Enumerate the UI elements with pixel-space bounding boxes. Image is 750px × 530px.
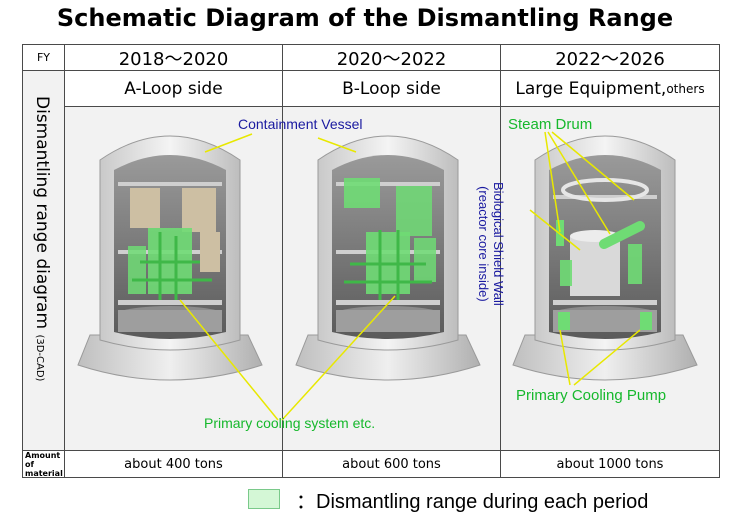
annotation-pointers [179, 131, 641, 421]
row-label-cell [23, 107, 65, 451]
years-col-2: 2020～2022 [283, 45, 501, 71]
side-col-3: Large Equipment,others [501, 71, 719, 107]
biological-shield-wall-label: Biological Shield Wall (reactor core ins… [476, 182, 506, 306]
amount-col-2: about 600 tons [283, 451, 501, 477]
containment-vessel-label: Containment Vessel [238, 116, 363, 132]
reactor-core-inside-text: (reactor core inside) [476, 186, 491, 302]
reactor-b-loop [295, 135, 481, 381]
side-col-1-label: A-Loop side [124, 78, 223, 99]
side-col-3-label: Large Equipment, [515, 78, 667, 99]
reactor-large-equipment [512, 135, 698, 381]
legend-swatch [248, 489, 280, 509]
primary-cooling-system-label: Primary cooling system etc. [204, 415, 376, 431]
legend-text: ：Dismantling range during each period [296, 491, 649, 513]
side-col-1: A-Loop side [65, 71, 283, 107]
years-col-1: 2018～2020 [65, 45, 283, 71]
reactor-a-loop [77, 135, 263, 381]
fy-header: FY [23, 45, 65, 71]
side-col-2-label: B-Loop side [342, 78, 441, 99]
years-col-3: 2022～2026 [501, 45, 719, 71]
steam-drum-label: Steam Drum [508, 116, 593, 133]
amount-label: Amount of material [23, 451, 65, 478]
amount-col-1: about 400 tons [65, 451, 283, 477]
biological-shield-wall-text: Biological Shield Wall [491, 182, 506, 306]
amount-col-3: about 1000 tons [501, 451, 719, 477]
row-label-top [23, 71, 65, 107]
side-col-3-small: others [666, 81, 705, 96]
side-col-2: B-Loop side [283, 71, 501, 107]
diagram-title: Schematic Diagram of the Dismantling Ran… [56, 4, 674, 32]
primary-cooling-pump-label: Primary Cooling Pump [516, 387, 667, 404]
